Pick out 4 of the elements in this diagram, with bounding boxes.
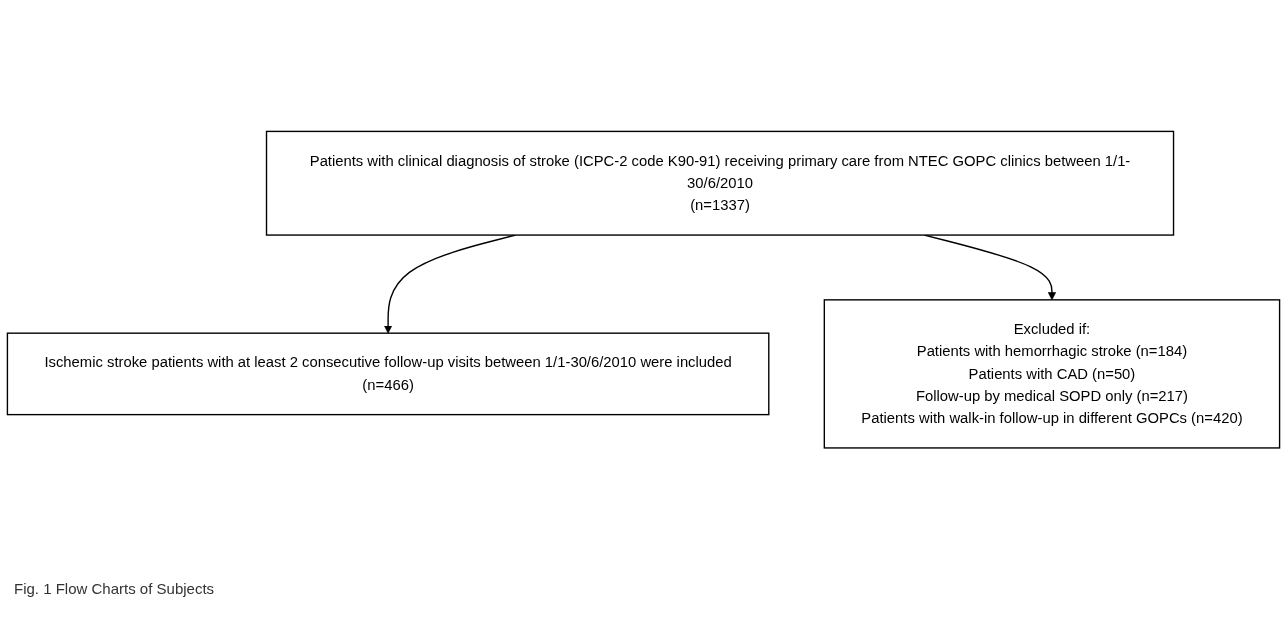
node-box: Excluded if: Patients with hemorrhagic stroke (n=184) Patients with CAD (n=50) Follow-up by medical SOPD only (n=217) Patients with walk-in follow-up in different GOPCs (n=420) xyxy=(823,299,1281,449)
node-box: Patients with clinical diagnosis of stroke (ICPC-2 code K90-91) receiving primary care from NTEC GOPC clinics between 1/1-30/6/2010 (n=1337) xyxy=(265,131,1175,237)
node-box: Ischemic stroke patients with at least 2 consecutive follow-up visits between 1/1-30/6/2010 were included (n=466) xyxy=(6,332,770,416)
figure-caption: Fig. 1 Flow Charts of Subjects xyxy=(14,580,216,597)
